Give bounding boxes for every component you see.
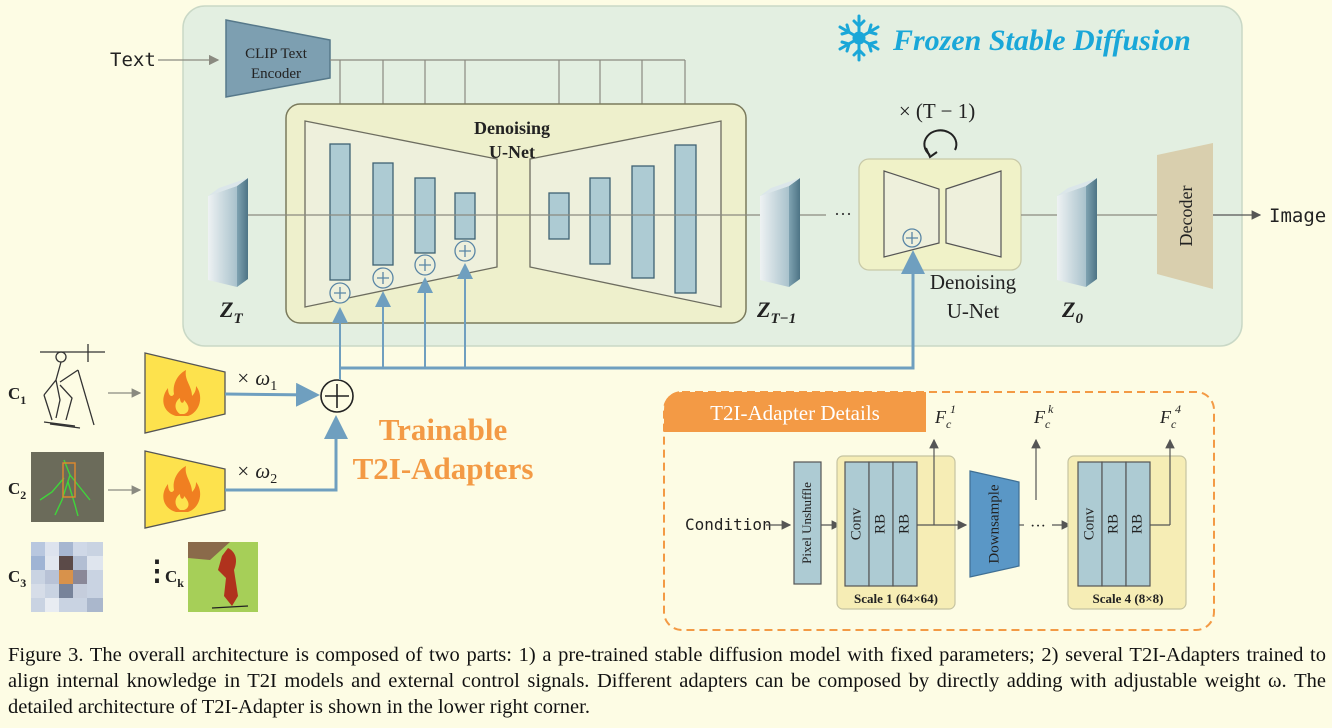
condition-label: Condition [685,515,772,534]
weight-2: × ω2 [236,459,277,487]
svg-text:1: 1 [950,402,956,416]
f4-label: Fc [1159,407,1177,431]
flame-icon [163,370,201,416]
svg-text:Pixel Unshuffle: Pixel Unshuffle [799,482,814,564]
ellipsis: ··· [834,204,852,224]
details-title: T2I-Adapter Details [710,401,880,425]
zt-minus-1-label: ZT−1 [756,297,796,327]
unet-main-label-1: Denoising [474,118,550,138]
vae-decoder: Decoder [1157,143,1213,289]
c3-label: C3 [8,567,26,590]
scale4-label: Scale 4 (8×8) [1093,591,1164,606]
encoder-block-1 [329,143,351,281]
ck-label: Ck [165,567,184,590]
svg-text:Encoder: Encoder [251,66,301,82]
figure-caption: Figure 3. The overall architecture is co… [8,644,1326,718]
vertical-dots: ⋮ [143,556,171,587]
adapter-1 [144,352,226,434]
details-ellipsis: ··· [1030,518,1046,535]
loop-arrow-icon [923,129,958,156]
repeat-label: × (T − 1) [899,99,975,123]
svg-text:Downsample: Downsample [986,484,1002,563]
condition-segmentation-image [188,542,258,612]
add-icon-group [329,240,476,304]
sum-icon [320,379,354,413]
scale4-rb-1 [1101,461,1127,587]
decoder-block-2 [589,177,611,265]
frozen-title: Frozen Stable Diffusion [892,24,1191,57]
unet-main-label-2: U-Net [489,142,535,162]
clip-text-encoder: CLIP Text Encoder [225,19,331,98]
encoder-block-4 [454,192,476,240]
scale4-conv [1077,461,1103,587]
fk-label: Fc [1033,407,1051,431]
c2-label: C2 [8,479,26,502]
decoder-block-3 [631,165,655,279]
scale1-conv-label: Conv [848,507,864,540]
encoder-block-2 [372,162,394,266]
flame-icon [163,466,201,512]
scale1-label: Scale 1 (64×64) [854,591,938,606]
f1-label: Fc [934,407,952,431]
scale4-rb2-label: RB [1129,514,1145,534]
decoder-block-1 [548,192,570,240]
scale4-rb-2 [1125,461,1151,587]
svg-text:k: k [1048,402,1054,416]
condition-pose-image [31,452,104,522]
adapter-2 [144,450,226,529]
trainable-title-1: Trainable [379,412,508,447]
scale1-conv [844,461,870,587]
details-panel [663,391,1215,631]
unet-small-label-1: Denoising [930,270,1017,294]
z0-label: Z0 [1061,297,1083,327]
text-input-label: Text [110,49,156,71]
c1-label: C1 [8,384,26,407]
trainable-title-2: T2I-Adapters [353,451,534,486]
weight-1: × ω1 [236,366,277,394]
scale4-rb1-label: RB [1105,514,1121,534]
condition-color-image [31,542,103,612]
output-image-label: Image [1269,205,1326,227]
add-icon-small-unet [902,228,922,248]
scale1-rb1-label: RB [872,514,888,534]
scale1-rb-2 [892,461,918,587]
architecture-diagram: Frozen Stable Diffusion Text CLIP Text E… [8,5,1326,631]
latent-zt [208,178,248,287]
scale1-rb2-label: RB [896,514,912,534]
scale4-conv-label: Conv [1081,507,1097,540]
snowflake-icon [838,14,880,62]
details-title-tab [664,392,926,432]
feature-injection-arrows [332,250,925,380]
pixel-unshuffle-block: Pixel Unshuffle [793,461,822,585]
unet-small-label-2: U-Net [947,299,1000,323]
svg-text:4: 4 [1175,402,1181,416]
zt-label: ZT [219,297,243,327]
svg-text:CLIP Text: CLIP Text [245,46,308,62]
scale1-rb-1 [868,461,894,587]
condition-sketch-image [40,344,105,429]
svg-text:Decoder: Decoder [1176,186,1196,247]
latent-z0 [1057,178,1097,287]
latent-zt-minus-1 [760,178,800,287]
downsample-block: Downsample [969,470,1020,578]
decoder-block-4 [674,144,697,294]
